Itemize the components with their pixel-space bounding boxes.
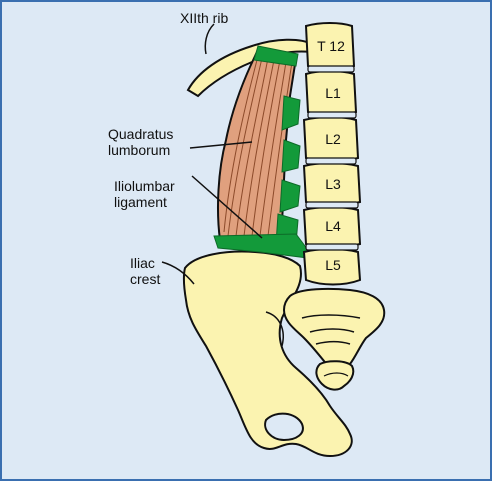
iliolumbar-ligament-label: Iliolumbar ligament — [114, 178, 175, 210]
vertebra-label-l2: L2 — [325, 131, 341, 147]
ligament-attachments — [213, 45, 309, 259]
muscle-fibers — [223, 57, 293, 237]
coccyx — [315, 360, 355, 391]
rib-label: XIIth rib — [180, 10, 229, 26]
vertebra-label-t12: T 12 — [317, 38, 345, 54]
iliac-leader-line — [161, 261, 195, 285]
quadratus-lumborum-label: Quadratus lumborum — [108, 126, 174, 158]
iliolumbar-leader-line — [191, 175, 263, 239]
pelvis-ilium — [182, 250, 353, 458]
iliac-crest-label: Iliac crest — [130, 255, 161, 287]
vertebra-label-l4: L4 — [325, 218, 341, 234]
quadratus-leader-line — [189, 141, 253, 149]
vertebra-label-l3: L3 — [325, 176, 341, 192]
obturator-foramen — [264, 412, 304, 442]
rib-leader-line — [204, 23, 215, 55]
vertebra-label-l5: L5 — [325, 257, 341, 273]
vertebra-label-l1: L1 — [325, 85, 341, 101]
